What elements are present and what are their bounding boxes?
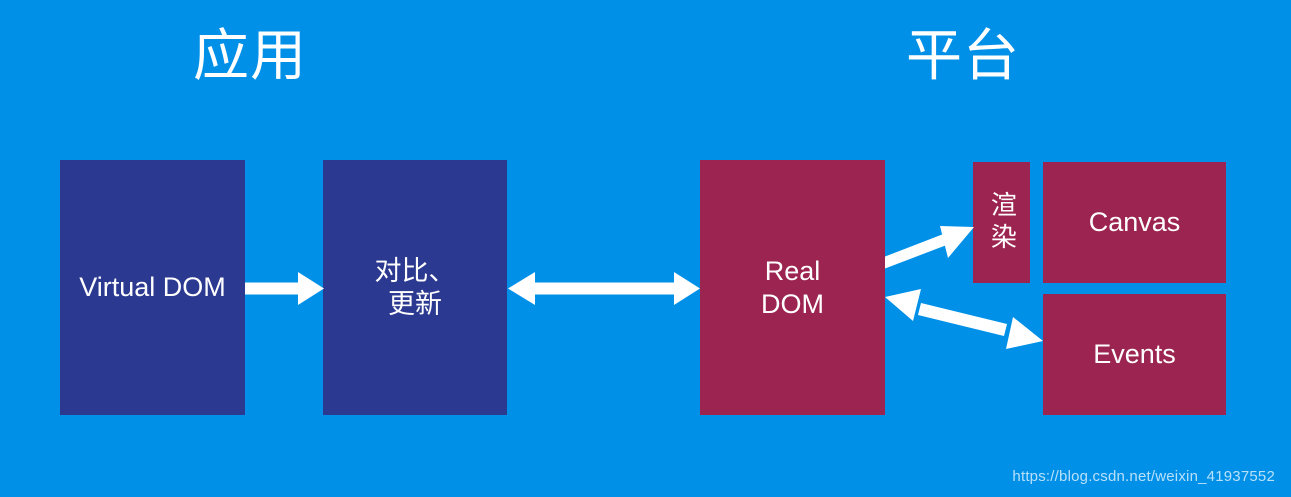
node-virtual-dom[interactable]: Virtual DOM (60, 160, 245, 415)
node-virtual-dom-label: Virtual DOM (79, 272, 226, 303)
node-canvas[interactable]: Canvas (1043, 162, 1226, 283)
node-diff-update[interactable]: 对比、 更新 (323, 160, 507, 415)
watermark-url: https://blog.csdn.net/weixin_41937552 (1012, 468, 1275, 485)
node-events-label: Events (1093, 339, 1176, 370)
node-render-label: 渲染 (987, 190, 1018, 255)
node-real-dom-label: Real DOM (761, 255, 824, 319)
arrow-virtual-dom-to-diff-update-hit[interactable] (245, 272, 324, 306)
node-diff-update-label: 对比、 更新 (374, 255, 456, 319)
node-canvas-label: Canvas (1088, 207, 1181, 238)
node-events[interactable]: Events (1043, 294, 1226, 415)
arrow-real-dom-to-render-hit[interactable] (884, 218, 976, 272)
arrow-real-dom-to-events-hit[interactable] (884, 288, 1046, 352)
node-real-dom[interactable]: Real DOM (700, 160, 885, 415)
node-render[interactable]: 渲染 (973, 162, 1030, 283)
section-title-app: 应用 (193, 24, 307, 87)
section-title-platform: 平台 (906, 24, 1020, 87)
arrow-diff-update-to-real-dom-hit[interactable] (507, 272, 701, 306)
